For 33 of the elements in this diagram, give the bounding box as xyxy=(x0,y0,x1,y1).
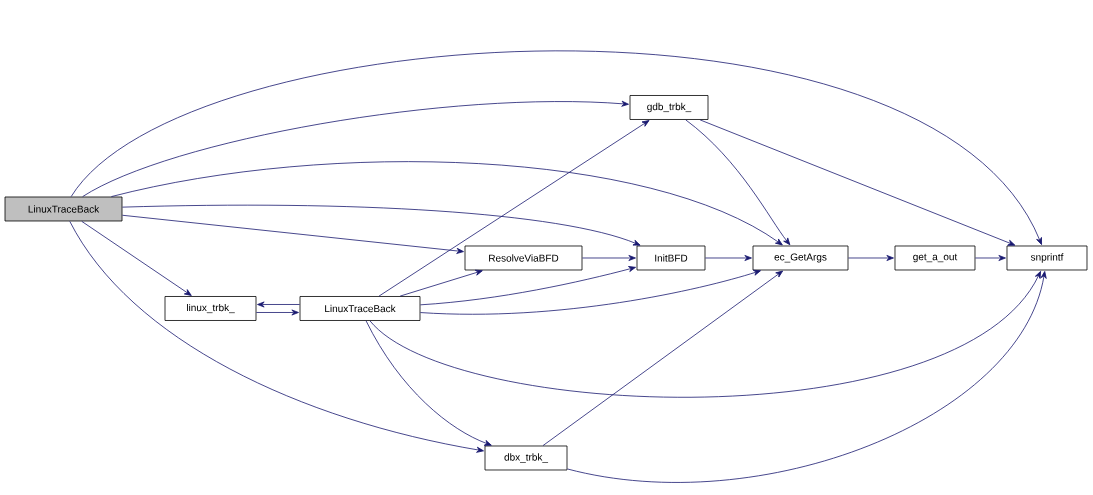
arrow xyxy=(378,120,650,297)
arrow xyxy=(542,270,784,446)
arrow xyxy=(81,221,192,296)
function-box: gdb_trbk_ xyxy=(629,95,709,120)
arrow xyxy=(685,119,791,246)
arrow xyxy=(699,119,1016,246)
arrow xyxy=(582,255,636,261)
arrow xyxy=(82,100,629,197)
arrow xyxy=(69,221,484,453)
function-box: LinuxTraceBack xyxy=(299,296,421,321)
arrow xyxy=(848,255,894,261)
function-box: InitBFD xyxy=(636,245,706,271)
arrow xyxy=(567,271,1047,483)
arrow xyxy=(110,161,783,246)
arrow xyxy=(420,266,636,306)
arrow xyxy=(122,204,641,246)
arrow xyxy=(399,269,483,297)
function-box: snprintf xyxy=(1006,245,1088,271)
arrow xyxy=(975,255,1006,261)
function-box: ec_GetArgs xyxy=(752,245,849,271)
function-box: linux_trbk_ xyxy=(164,296,257,321)
arrow xyxy=(70,50,1042,245)
arrow xyxy=(257,301,300,308)
function-box: get_a_out xyxy=(894,245,976,271)
arrow xyxy=(256,309,299,316)
arrow xyxy=(365,320,492,446)
arrow xyxy=(705,255,752,261)
arrow xyxy=(369,271,1041,398)
function-box: dbx_trbk_ xyxy=(484,445,568,471)
arrow xyxy=(122,214,464,254)
function-box: ResolveViaBFD xyxy=(464,245,583,271)
arrow xyxy=(420,269,761,315)
function-box: LinuxTraceBack xyxy=(4,196,123,222)
